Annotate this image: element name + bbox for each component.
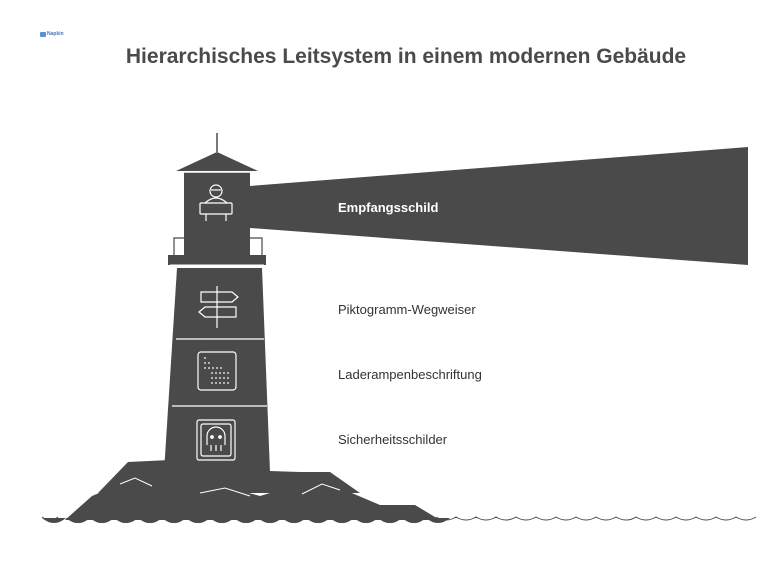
level-label-pictogram: Piktogramm-Wegweiser [338,302,476,317]
level-label-reception: Empfangsschild [338,200,439,215]
gallery-railing [173,237,186,255]
signpost-icon [198,286,239,328]
safety-face-icon [196,419,236,461]
logo-mark-icon [40,31,46,37]
rock-back [98,460,360,493]
page-title: Hierarchisches Leitsystem in einem moder… [125,45,687,68]
dot-grid-icon [197,351,237,391]
gallery-deck [168,255,266,265]
level-label-safety: Sicherheitsschilder [338,432,448,447]
rock-front [65,480,440,520]
tower-body [164,268,270,472]
brand-logo: Napkin [40,31,64,37]
lantern-roof [176,152,258,171]
logo-text: Napkin [47,31,64,37]
light-beam [250,147,748,265]
level-label-loading-dock: Laderampenbeschriftung [338,367,482,382]
waves-outline [41,516,757,521]
reception-person-icon [199,184,233,221]
